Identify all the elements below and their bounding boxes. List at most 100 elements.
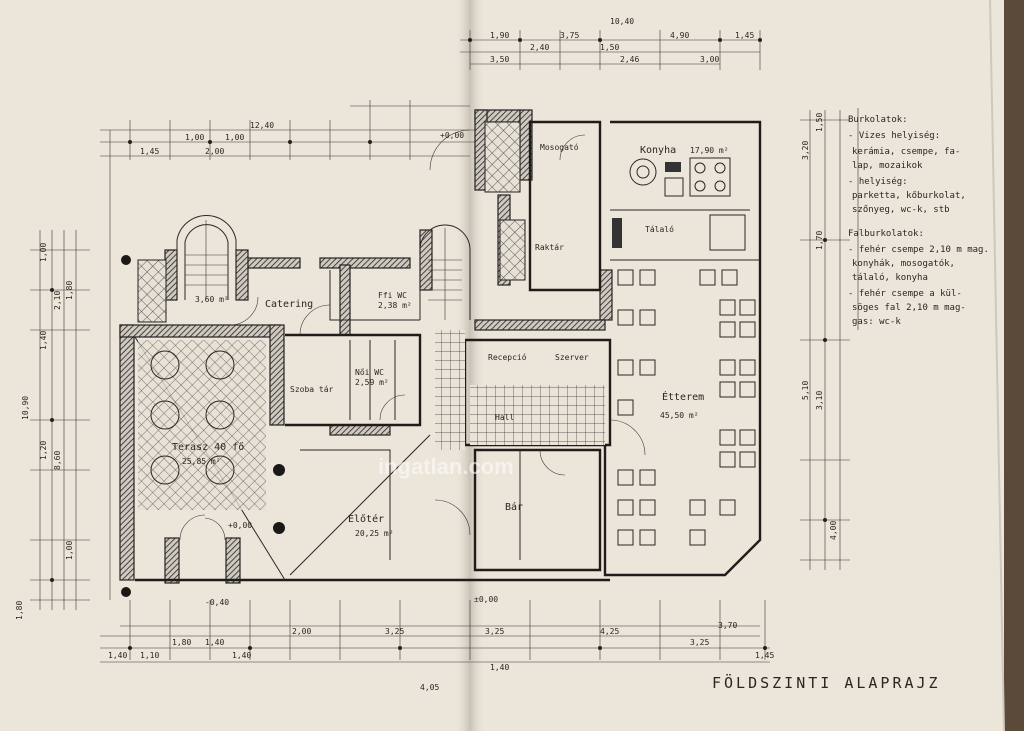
- dim-top-total: 10,40: [610, 17, 634, 26]
- room-bar-label: Bár: [505, 501, 523, 513]
- dim-label: 1,40: [232, 651, 251, 660]
- dimension-ticks: [50, 38, 827, 650]
- dim-label: 1,40: [39, 331, 48, 350]
- dim-label: 2,46: [620, 55, 639, 64]
- dim-label: 3,10: [815, 391, 824, 410]
- level-marker: ±0,00: [474, 595, 498, 604]
- dim-label: 12,40: [250, 121, 274, 130]
- dim-label: 2,10: [53, 291, 62, 310]
- room-womens-wc-label: Női WC: [355, 368, 384, 377]
- note-line: gas: wc-k: [852, 317, 901, 327]
- chair: [689, 499, 706, 516]
- room-kitchen-area: 17,90 m²: [690, 146, 729, 155]
- dim-label: 8,60: [53, 451, 62, 470]
- dim-label: 3,50: [490, 55, 509, 64]
- chair: [719, 321, 736, 338]
- note-line: - Vizes helyiség:: [848, 130, 940, 141]
- room-restaurant-area: 45,50 m²: [660, 411, 699, 420]
- room-reception-label: Recepció: [488, 352, 527, 362]
- room-womens-wc-area: 2,59 m²: [355, 378, 389, 387]
- table-edge: [1004, 0, 1024, 731]
- level-marker: +0,00: [440, 131, 464, 140]
- room-terrace-area: 25,85 m²: [182, 457, 221, 466]
- dim-label: 3,25: [485, 627, 504, 636]
- chair: [719, 451, 736, 468]
- level-markers: ±0,00 +0,00 -0,40 +0,00: [205, 131, 498, 607]
- chair: [739, 381, 756, 398]
- chair: [699, 269, 716, 286]
- dimension-labels-bottom: 1,40 1,10 1,80 1,40 1,40 2,00 3,25 3,25 …: [108, 621, 774, 692]
- room-storage-label: Szoba tár: [290, 385, 334, 394]
- dim-label: 4,00: [829, 521, 838, 540]
- dim-label: 1,80: [172, 638, 191, 647]
- room-lobby-label: Előtér: [348, 513, 384, 525]
- room-kitchen-label: Konyha: [640, 145, 676, 156]
- dim-label: 3,20: [801, 141, 810, 160]
- drawing-title: FÖLDSZINTI ALAPRAJZ: [712, 673, 941, 692]
- dim-label: 2,00: [205, 147, 224, 156]
- dim-label: 1,20: [39, 441, 48, 460]
- finish-notes: Burkolatok: - Vizes helyiség: kerámia, c…: [848, 108, 989, 330]
- dim-label: 4,05: [420, 683, 439, 692]
- chair: [639, 309, 656, 326]
- dim-label: 4,90: [670, 31, 689, 40]
- chair: [739, 451, 756, 468]
- chair: [719, 359, 736, 376]
- corridor-grid: [435, 330, 465, 450]
- room-mens-wc-label: Ffi WC: [378, 291, 407, 300]
- chair: [617, 309, 634, 326]
- chair: [719, 499, 736, 516]
- walls: [119, 109, 613, 584]
- dim-label: 1,10: [140, 651, 159, 660]
- dim-label: 2,40: [530, 43, 549, 52]
- room-hall-label: Hall: [495, 413, 514, 422]
- dim-label: 3,25: [690, 638, 709, 647]
- room-labels: Konyha 17,90 m² Étterem 45,50 m² Terasz …: [172, 142, 729, 538]
- note-line: söges fal 2,10 m mag-: [852, 303, 966, 313]
- chair: [719, 299, 736, 316]
- dim-label: 1,80: [65, 281, 74, 300]
- room-servery-label: Tálaló: [645, 224, 674, 234]
- dim-label: 1,40: [490, 663, 509, 672]
- room-storeroom-label: Raktár: [535, 243, 564, 252]
- notes-heading-walls: Falburkolatok:: [848, 229, 924, 239]
- dim-label: 1,00: [65, 541, 74, 560]
- note-line: lap, mozaikok: [852, 161, 923, 171]
- dim-label: 3,00: [700, 55, 719, 64]
- chair: [739, 359, 756, 376]
- dimension-labels-top: 10,40 1,90 2,40 3,75 1,50 2,46 4,90 1,45…: [140, 17, 754, 156]
- chair: [617, 399, 634, 416]
- dim-label: 1,90: [490, 31, 509, 40]
- columns: [121, 255, 285, 597]
- dim-label: 1,80: [15, 601, 24, 620]
- dim-label: 1,00: [39, 243, 48, 262]
- dim-label: 3,70: [718, 621, 737, 630]
- dim-label: 1,50: [600, 43, 619, 52]
- dim-label: 1,40: [205, 638, 224, 647]
- dim-label: 1,40: [108, 651, 127, 660]
- room-mens-wc-area: 2,38 m²: [378, 301, 412, 310]
- stair-towers: [137, 121, 526, 323]
- dimension-labels-left: 10,90 1,00 2,10 1,80 1,40 1,20 8,60 1,00…: [15, 243, 74, 620]
- chair: [721, 269, 738, 286]
- room-catering-label: Catering: [265, 299, 313, 310]
- dim-label: 4,25: [600, 627, 619, 636]
- level-marker: -0,40: [205, 598, 229, 607]
- hall-floor-grid: [470, 385, 605, 445]
- note-line: - helyiség:: [848, 176, 908, 187]
- chair: [617, 529, 634, 546]
- notes-heading-floors: Burkolatok:: [848, 115, 908, 125]
- note-line: - fehér csempe a kül-: [848, 288, 962, 299]
- door-swings: [179, 129, 646, 541]
- chair: [639, 499, 656, 516]
- chair: [617, 269, 634, 286]
- note-line: szőnyeg, wc-k, stb: [852, 205, 950, 215]
- terrace-paving: [138, 340, 266, 510]
- note-line: kerámia, csempe, fa-: [852, 147, 960, 157]
- chair: [639, 469, 656, 486]
- chair: [639, 269, 656, 286]
- dim-label: 1,50: [815, 113, 824, 132]
- room-scullery-label: Mosogató: [540, 142, 579, 152]
- note-line: - fehér csempe 2,10 m mag.: [848, 244, 989, 255]
- chair: [739, 429, 756, 446]
